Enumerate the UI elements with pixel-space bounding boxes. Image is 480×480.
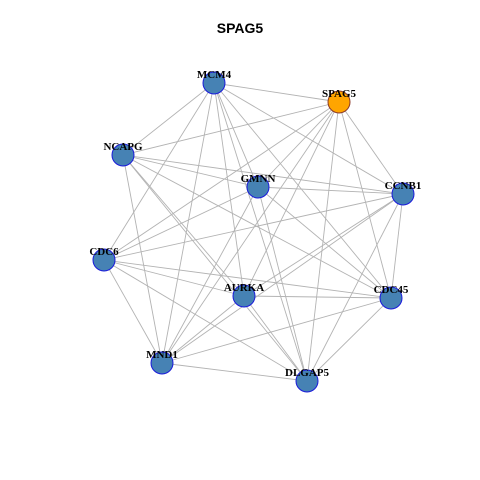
- edge-ncapg-aurka: [122, 154, 245, 297]
- node-circle: [111, 143, 135, 167]
- node-mcm4: MCM4: [197, 69, 232, 95]
- node-label: SPAG5: [322, 88, 357, 100]
- edge-ccnb1-cdc6: [103, 193, 404, 261]
- plot-title: SPAG5: [216, 20, 264, 36]
- edge-mcm4-cdc6: [103, 82, 215, 261]
- node-circle: [379, 286, 403, 310]
- node-cdc6: CDC6: [89, 246, 119, 272]
- node-circle: [391, 182, 415, 206]
- edge-cdc6-dlgap5: [103, 259, 308, 382]
- node-dlgap5: DLGAP5: [285, 367, 330, 393]
- edge-spag5-gmnn: [257, 101, 340, 188]
- edge-gmnn-ccnb1: [257, 186, 404, 195]
- edge-ncapg-mnd1: [122, 154, 163, 364]
- edge-gmnn-cdc6: [103, 186, 259, 261]
- node-circle: [202, 71, 226, 95]
- node-cdc45: CDC45: [374, 284, 409, 310]
- node-mnd1: MND1: [146, 349, 178, 375]
- edge-gmnn-mnd1: [161, 186, 259, 364]
- node-label: AURKA: [224, 282, 264, 294]
- edge-mcm4-aurka: [213, 82, 245, 297]
- edge-layer: [103, 82, 404, 382]
- node-label: MCM4: [197, 69, 232, 81]
- edge-aurka-dlgap5: [243, 295, 308, 382]
- node-label: MND1: [146, 349, 178, 361]
- edge-ccnb1-mnd1: [161, 193, 404, 364]
- edge-mcm4-mnd1: [161, 82, 215, 364]
- node-label: CCNB1: [385, 180, 422, 192]
- edge-ncapg-dlgap5: [122, 154, 308, 382]
- node-ncapg: NCAPG: [103, 141, 143, 167]
- node-aurka: AURKA: [224, 282, 264, 308]
- edge-spag5-aurka: [243, 101, 340, 297]
- edge-mcm4-ncapg: [122, 82, 215, 156]
- edge-cdc6-mnd1: [103, 259, 163, 364]
- node-label: CDC45: [374, 284, 409, 296]
- edge-mcm4-ccnb1: [213, 82, 404, 195]
- node-circle: [327, 90, 351, 114]
- node-circle: [92, 248, 116, 272]
- node-circle: [295, 369, 319, 393]
- edge-cdc6-aurka: [103, 259, 245, 297]
- node-label: NCAPG: [103, 141, 143, 153]
- edge-cdc45-mnd1: [161, 297, 392, 364]
- node-circle: [232, 284, 256, 308]
- edge-spag5-cdc6: [103, 101, 340, 261]
- edge-cdc6-cdc45: [103, 259, 392, 299]
- node-gmnn: GMNN: [241, 173, 276, 199]
- edge-ncapg-ccnb1: [122, 154, 404, 195]
- edge-gmnn-cdc45: [257, 186, 392, 299]
- edge-mcm4-gmnn: [213, 82, 259, 188]
- edge-mnd1-dlgap5: [161, 362, 308, 382]
- edge-ncapg-gmnn: [122, 154, 259, 188]
- edge-cdc45-dlgap5: [306, 297, 392, 382]
- node-circle: [246, 175, 270, 199]
- edge-spag5-ncapg: [122, 101, 340, 156]
- edge-mcm4-cdc45: [213, 82, 392, 299]
- edge-aurka-mnd1: [161, 295, 245, 364]
- edge-spag5-mnd1: [161, 101, 340, 364]
- node-circle: [150, 351, 174, 375]
- edge-mcm4-spag5: [213, 82, 340, 103]
- node-spag5: SPAG5: [322, 88, 357, 114]
- edge-aurka-cdc45: [243, 295, 392, 299]
- edge-spag5-ccnb1: [338, 101, 404, 195]
- edge-mcm4-dlgap5: [213, 82, 308, 382]
- node-label: CDC6: [89, 246, 119, 258]
- edge-ccnb1-dlgap5: [306, 193, 404, 382]
- node-label: DLGAP5: [285, 367, 330, 379]
- node-label: GMNN: [241, 173, 276, 185]
- edge-ccnb1-aurka: [243, 193, 404, 297]
- edge-ccnb1-cdc45: [390, 193, 404, 299]
- edge-spag5-cdc45: [338, 101, 392, 299]
- node-ccnb1: CCNB1: [385, 180, 422, 206]
